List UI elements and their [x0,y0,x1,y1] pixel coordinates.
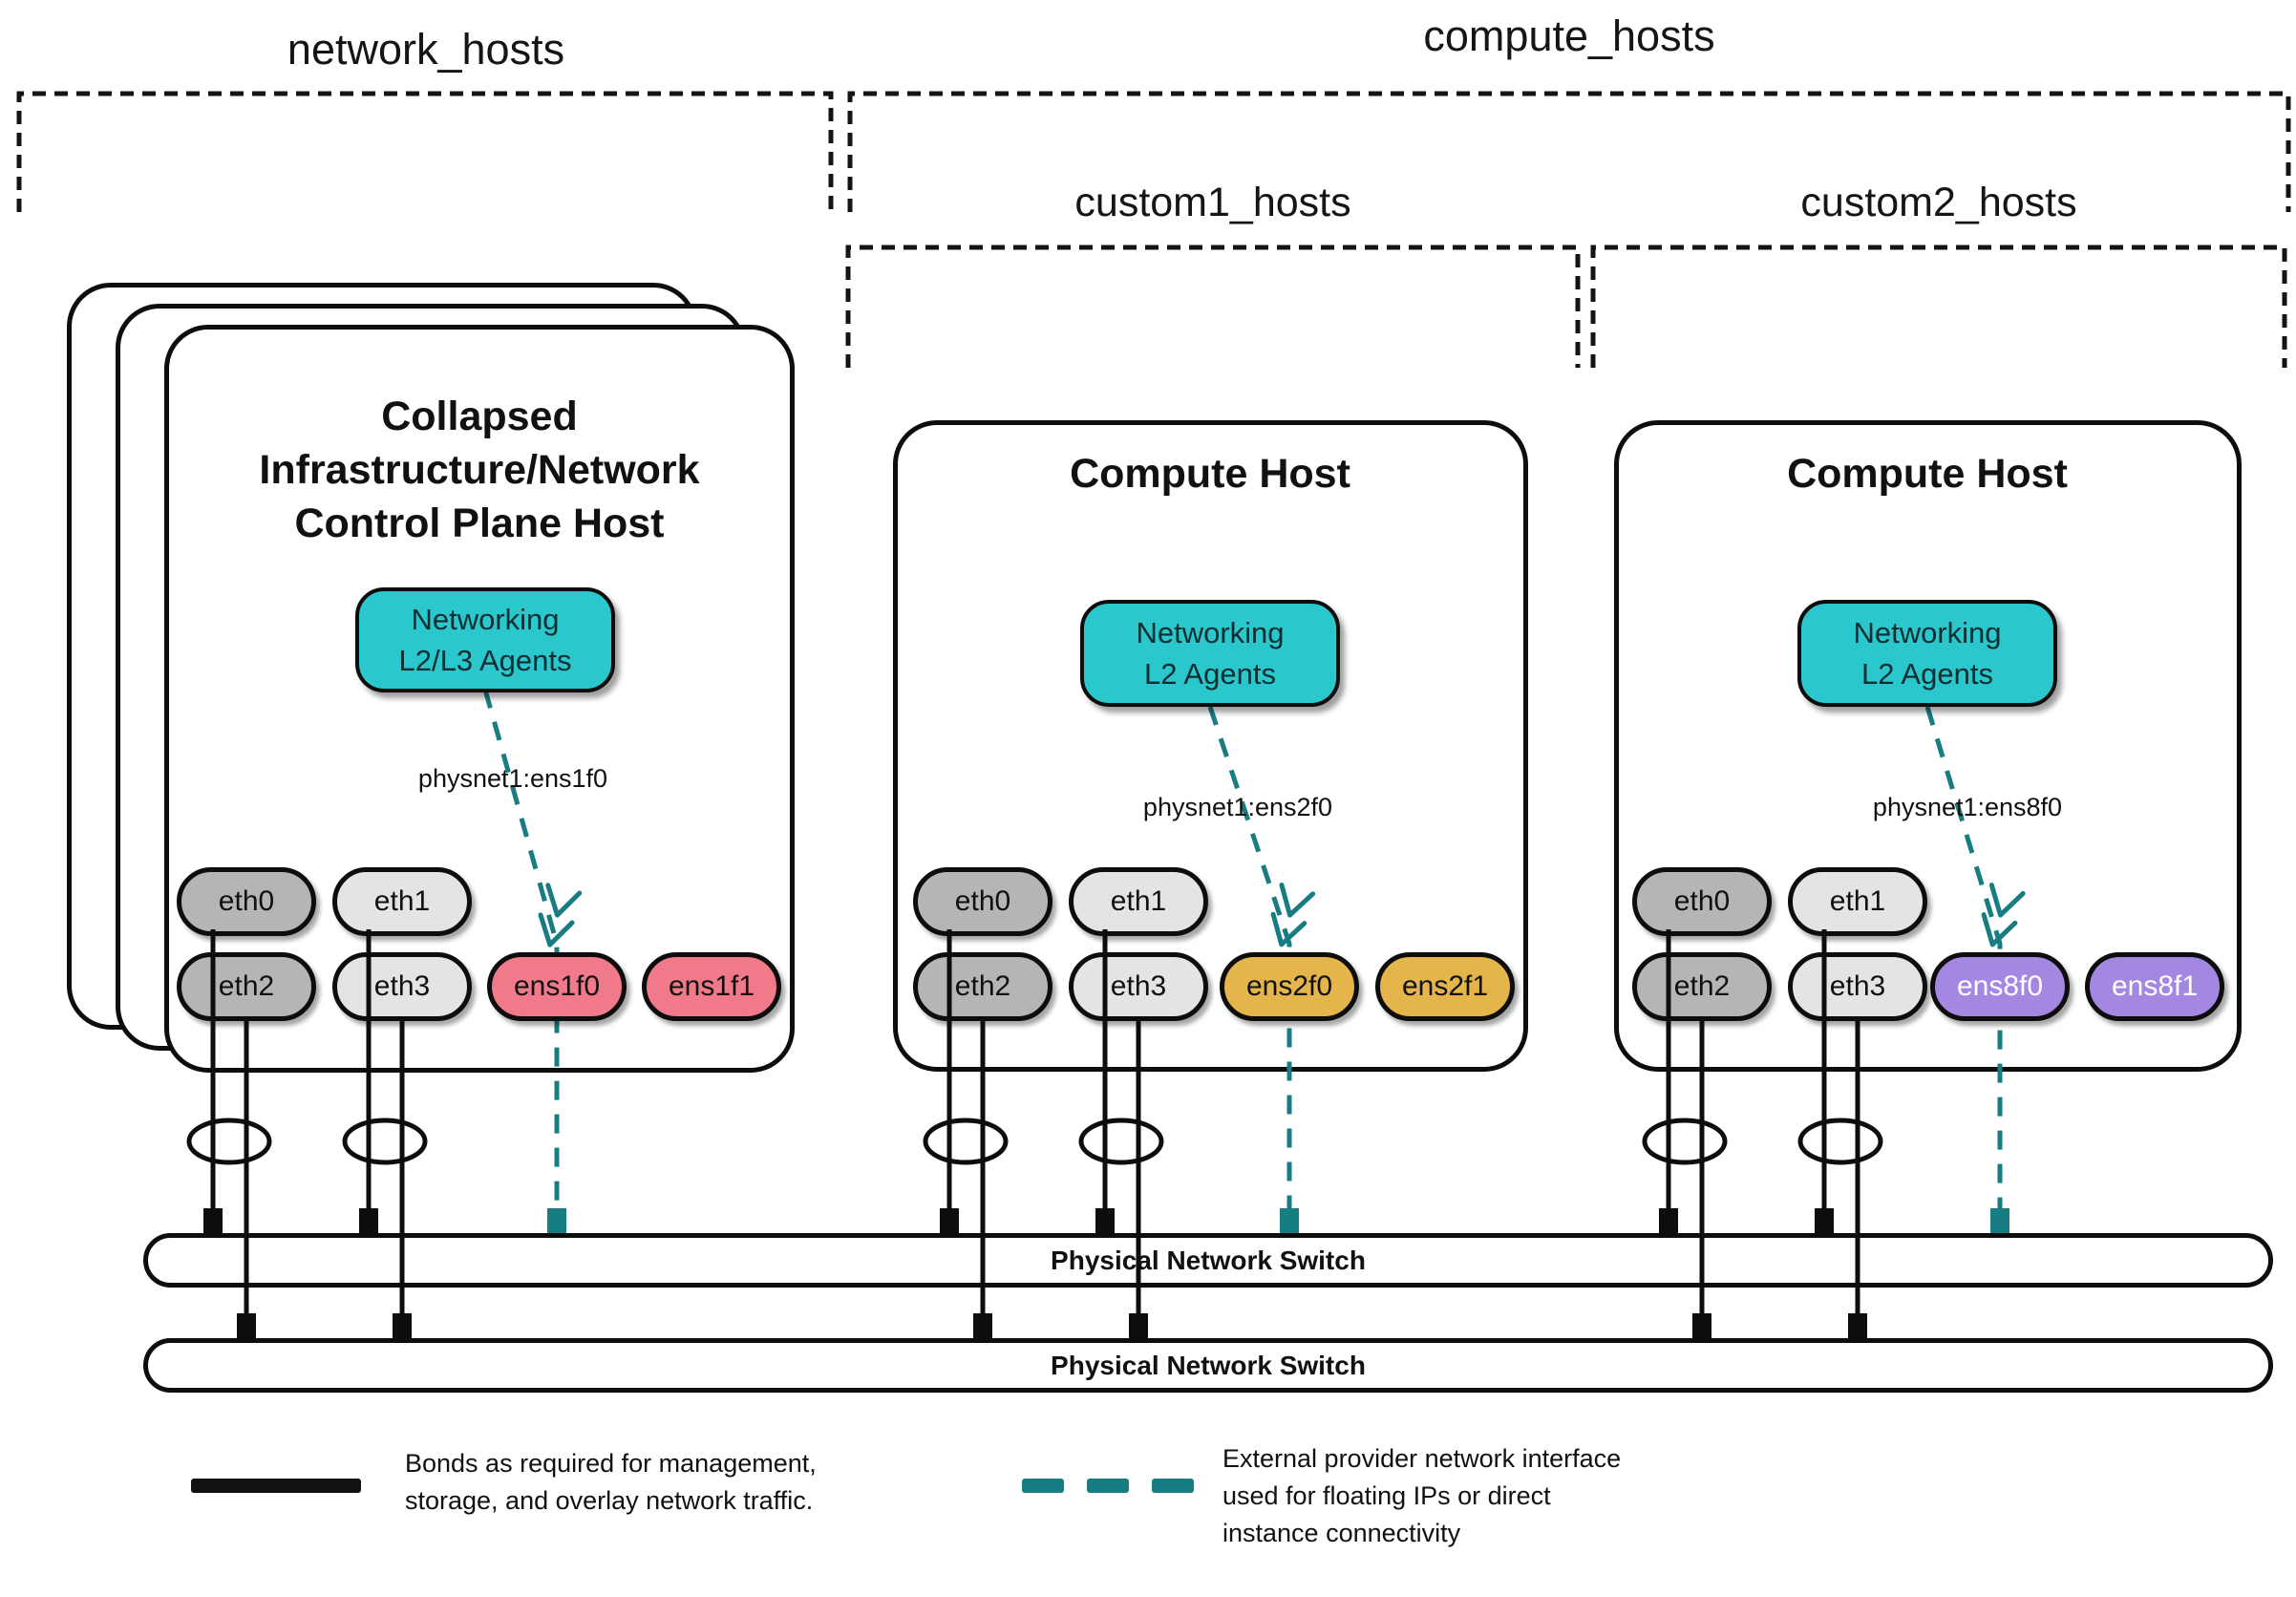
host2-nic-ens2f1: ens2f1 [1375,952,1515,1021]
host3-eth3-plug-icon [1848,1313,1867,1338]
host1-eth1-plug-icon [359,1208,378,1233]
host1-nic-eth1: eth1 [332,867,472,936]
host1-agent-line2: L2/L3 Agents [398,644,572,677]
switch1-label: Physical Network Switch [1051,1245,1366,1275]
arrowhead-icon-host1 [538,883,583,948]
legend-provider-text-line2: used for floating IPs or direct [1222,1481,1551,1510]
group-title-custom1-hosts: custom1_hosts [1074,180,1351,225]
host2-bond2-icon [1078,1118,1164,1165]
provider-network-link-host1 [482,689,560,1208]
host2-nic-eth3: eth3 [1069,952,1208,1021]
bracket-compute-hosts [847,91,2291,212]
host1-eth3-plug-icon [393,1313,412,1338]
host3-bond1-icon [1642,1118,1728,1165]
legend-bonds-text: Bonds as required for management, storag… [405,1445,817,1520]
host1-bond1-icon [186,1118,272,1165]
host1-provider-plug-icon [547,1208,566,1233]
host2-nic-eth1: eth1 [1069,867,1208,936]
host3-nic-eth2: eth2 [1632,952,1772,1021]
group-title-network-hosts: network_hosts [287,25,565,74]
host1-agent-line1: Networking [411,603,560,636]
host3-nic-eth1: eth1 [1788,867,1927,936]
host1-nic-eth2: eth2 [177,952,316,1021]
host2-eth0-plug-icon [940,1208,959,1233]
host3-networking-agents-box: Networking L2 Agents [1797,600,2057,707]
host1-nic-eth0: eth0 [177,867,316,936]
group-title-compute-hosts: compute_hosts [1423,11,1715,60]
host1-title-line2: Infrastructure/Network [259,447,700,493]
host2-networking-agents-box: Networking L2 Agents [1080,600,1340,707]
host3-eth2-plug-icon [1692,1313,1711,1338]
host1-eth0-plug-icon [203,1208,223,1233]
host3-eth0-plug-icon [1659,1208,1678,1233]
host2-eth2-plug-icon [973,1313,992,1338]
host2-agent-line1: Networking [1136,616,1285,649]
host1-title: Collapsed Infrastructure/Network Control… [259,390,699,550]
legend-dash-segment [1022,1479,1064,1493]
physical-network-switch-2: Physical Network Switch [143,1338,2273,1393]
legend-bonds-text-line1: Bonds as required for management, [405,1449,817,1478]
host3-nic-ens8f1: ens8f1 [2085,952,2224,1021]
legend-provider-text-line1: External provider network interface [1222,1444,1622,1473]
provider-network-link-host2 [1207,706,1292,1208]
bracket-custom2-hosts [1590,245,2287,368]
group-title-custom2-hosts: custom2_hosts [1800,180,2077,225]
host2-title: Compute Host [1070,447,1350,500]
host3-agent-line1: Networking [1853,616,2002,649]
host3-physnet-label: physnet1:ens8f0 [1872,793,2063,821]
host3-eth1-plug-icon [1815,1208,1834,1233]
host2-eth1-plug-icon [1095,1208,1115,1233]
legend-provider-text: External provider network interface used… [1222,1440,1621,1552]
host2-provider-plug-icon [1280,1208,1299,1233]
host3-nic-ens8f0: ens8f0 [1930,952,2070,1021]
host1-physnet-label: physnet1:ens1f0 [417,764,608,793]
host2-physnet-label: physnet1:ens2f0 [1142,793,1333,821]
host3-nic-eth0: eth0 [1632,867,1772,936]
host2-nic-eth0: eth0 [913,867,1052,936]
legend-bonds-text-line2: storage, and overlay network traffic. [405,1486,814,1515]
host1-title-line3: Control Plane Host [294,500,665,546]
host2-nic-eth2: eth2 [913,952,1052,1021]
host2-agent-line2: L2 Agents [1144,657,1276,691]
host2-title-line1: Compute Host [1070,451,1350,497]
host2-bond1-icon [923,1118,1009,1165]
host3-nic-eth3: eth3 [1788,952,1927,1021]
host3-title-line1: Compute Host [1787,451,2068,497]
switch2-label: Physical Network Switch [1051,1350,1366,1380]
provider-network-link-host3 [1924,706,2003,1208]
host3-bond2-icon [1797,1118,1883,1165]
bracket-custom1-hosts [845,245,1581,368]
bracket-network-hosts [16,91,834,212]
host1-nic-ens1f1: ens1f1 [642,952,781,1021]
host1-bond2-icon [342,1118,428,1165]
host2-eth3-plug-icon [1129,1313,1148,1338]
legend-solid-line-icon [191,1479,361,1493]
host3-provider-plug-icon [1990,1208,2009,1233]
host3-agent-line2: L2 Agents [1861,657,1993,691]
host1-networking-agents-box: Networking L2/L3 Agents [355,587,615,692]
host1-box [164,325,795,1073]
arrowhead-icon-host3 [1981,883,2026,948]
host1-nic-ens1f0: ens1f0 [487,952,627,1021]
host1-title-line1: Collapsed [381,394,578,439]
legend-dash-segment [1087,1479,1129,1493]
legend-dashed-line-icon [1022,1479,1194,1493]
arrowhead-icon-host2 [1270,882,1316,948]
legend-provider-text-line3: instance connectivity [1222,1519,1461,1547]
legend-dash-segment [1152,1479,1194,1493]
host3-title: Compute Host [1787,447,2068,500]
host1-eth2-plug-icon [237,1313,256,1338]
physical-network-switch-1: Physical Network Switch [143,1233,2273,1288]
host2-nic-ens2f0: ens2f0 [1220,952,1359,1021]
